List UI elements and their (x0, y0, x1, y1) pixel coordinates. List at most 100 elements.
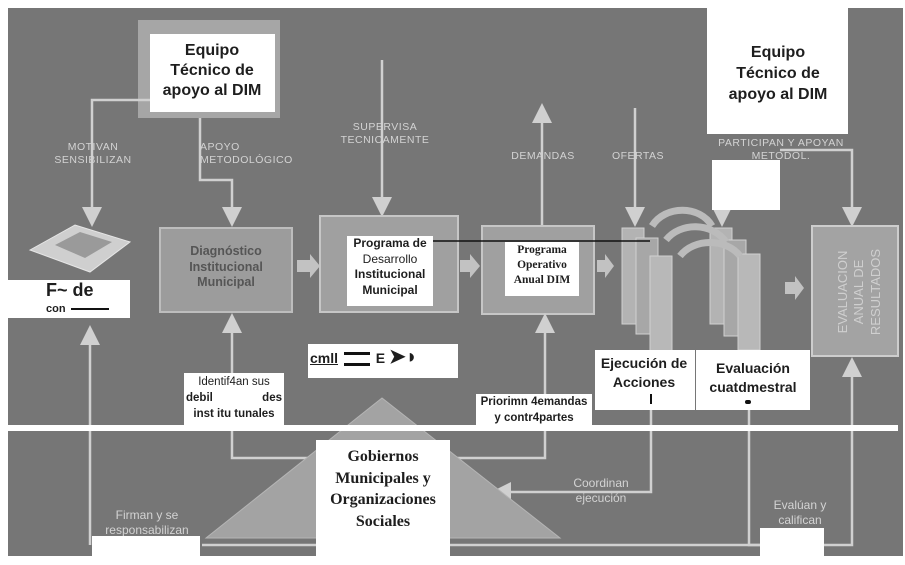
diagnostico-line1: Diagnóstico (190, 244, 262, 258)
label-evaluan: Evalúan y califican (760, 498, 840, 528)
cycle-arrow-3 (677, 239, 743, 259)
evaluacion-label: Evaluación cuatdmestral (696, 359, 810, 397)
gobiernos-label: Gobiernos Municipales y Organizaciones S… (312, 446, 454, 532)
programa-operativo-line1: Programa (517, 244, 567, 256)
diagnostico-box-shape (159, 227, 293, 313)
left-block-line1: F~ de (46, 280, 94, 300)
arrow-motivan (82, 98, 160, 227)
team-right-line2: Técnico de (736, 64, 820, 82)
ejecucion-patch (595, 350, 695, 410)
bottom-left-patch (92, 536, 200, 565)
cycle-arrow-1 (649, 206, 716, 229)
eval-column-3 (737, 253, 761, 351)
label-participan-line1: PARTICIPAN Y APOYAN (718, 137, 844, 149)
programa-operativo-line2: Operativo (517, 258, 567, 271)
identifican-line2-row: debil des (184, 390, 284, 406)
flow-arrow-2 (460, 254, 480, 278)
left-block-label: F~ de con (46, 280, 130, 315)
left-block-top (55, 232, 112, 258)
left-block-line2: con (46, 302, 66, 315)
label-motivan-line1: MOTIVAN (67, 141, 119, 153)
exec-column-3 (649, 255, 673, 353)
dot-mark-evaluacion (745, 400, 751, 404)
label-firman-line1: Firman y se (115, 508, 179, 522)
garbled-label: cmll E ➤◗ (310, 346, 460, 369)
garbled-tail: E (375, 350, 386, 366)
identifican-line2a: debil (186, 392, 213, 405)
programa-desarrollo-line3: Institucional (354, 267, 426, 282)
garbled-text: cmll (310, 350, 339, 366)
identifican-line2b: des (262, 392, 282, 405)
label-motivan: MOTIVAN SENSIBILIZAN (48, 141, 138, 167)
programa-desarrollo-line1: Programa de (353, 236, 427, 250)
label-coordinan-line2: ejecución (575, 491, 627, 505)
programa-operativo-box: Programa Operativo Anual DIM (503, 243, 581, 288)
evaluacion-anual-line3: RESULTADOS (867, 248, 883, 336)
team-left-patch (150, 34, 275, 112)
arrow-apoyo (198, 118, 242, 227)
label-supervisa: SUPERVISA TECNICAMENTE (330, 121, 440, 147)
label-supervisa-line1: SUPERVISA (352, 121, 418, 133)
line-priorizan (450, 430, 547, 460)
ejecucion-line1: Ejecución de (600, 355, 688, 371)
evaluacion-anual-box: EVALUACION ANUAL DE RESULTADOS (835, 227, 883, 357)
team-left-label: Equipo Técnico de apoyo al DIM (146, 41, 278, 101)
identifican-line3: inst itu tunales (193, 408, 275, 421)
priorizan-line1: Priorimn 4emandas (480, 396, 588, 408)
left-block-patch (8, 280, 130, 318)
ejecucion-line2: Acciones (612, 373, 676, 390)
team-right-label: Equipo Técnico de apoyo al DIM (710, 43, 846, 105)
left-block-line2-row: con (46, 303, 130, 316)
diagnostico-line2: Institucional (189, 259, 263, 274)
gobiernos-patch (316, 440, 450, 565)
left-block-rule (70, 307, 109, 310)
flow-arrow-1 (297, 254, 320, 278)
team-left-line2: Técnico de (170, 62, 254, 79)
label-supervisa-line2: TECNICAMENTE (340, 134, 430, 147)
label-apoyo-line1: APOYO (200, 141, 240, 153)
programa-operativo-line3: Anual DIM (513, 273, 571, 286)
priorizan-label: Priorimn 4emandas y contr4partes (474, 395, 594, 426)
team-right-line3: apoyo al DIM (728, 85, 828, 103)
label-firman: Firman y se responsabilizan (92, 508, 202, 538)
label-evaluan-line1: Evalúan y (773, 498, 827, 512)
horizontal-dark-bar (8, 425, 898, 431)
programa-desarrollo-patch (347, 236, 433, 306)
label-coordinan: Coordinan ejecución (556, 476, 646, 506)
garbled-double-rule (343, 352, 370, 367)
priorizan-patch (476, 394, 592, 430)
label-ofertas: OFERTAS (611, 150, 665, 162)
evaluacion-anual-line1: EVALUACION (835, 250, 850, 334)
team-right-patch-lower (712, 160, 780, 210)
ejecucion-label: Ejecución de Acciones (594, 354, 694, 392)
team-left-line1: Equipo (184, 42, 240, 59)
label-motivan-line2: SENSIBILIZAN (54, 154, 132, 167)
team-left-line3: apoyo al DIM (162, 82, 262, 99)
gobiernos-line4: Sociales (355, 512, 411, 530)
diagnostico-line3: Municipal (197, 275, 255, 290)
bottom-right-patch (760, 528, 824, 565)
garbled-shapes: ➤◗ (389, 346, 418, 368)
gobiernos-line1: Gobiernos (347, 448, 419, 465)
evaluacion-line2: cuatdmestral (709, 378, 797, 395)
evaluacion-line1: Evaluación (716, 360, 790, 376)
team-right-line1: Equipo (750, 44, 806, 61)
line-coordinan (491, 405, 653, 502)
garbled-patch (308, 344, 458, 378)
gobiernos-line2: Municipales y (335, 469, 431, 487)
label-participan: PARTICIPAN Y APOYAN METODOL. (706, 137, 856, 163)
priorizan-line2: y contr4partes (494, 411, 574, 424)
label-apoyo-line2: METODOLÓGICO (200, 154, 293, 167)
cycle-arrow-2 (663, 223, 729, 245)
programa-desarrollo-line2: Desarrollo (362, 251, 418, 266)
label-firman-line2: responsabilizan (105, 523, 189, 537)
evaluacion-anual-line2: ANUAL DE (851, 259, 867, 325)
gobiernos-line3: Organizaciones (330, 491, 436, 509)
label-participan-line2: METODOL. (751, 150, 811, 163)
label-apoyo: APOYO METODOLÓGICO (200, 141, 312, 167)
evaluacion-anual-frame (811, 225, 899, 357)
tick-mark-ejecucion (650, 394, 652, 404)
programa-desarrollo-line4: Municipal (362, 282, 418, 297)
identifican-label: Identif4an sus debil des inst itu tunale… (184, 374, 284, 422)
